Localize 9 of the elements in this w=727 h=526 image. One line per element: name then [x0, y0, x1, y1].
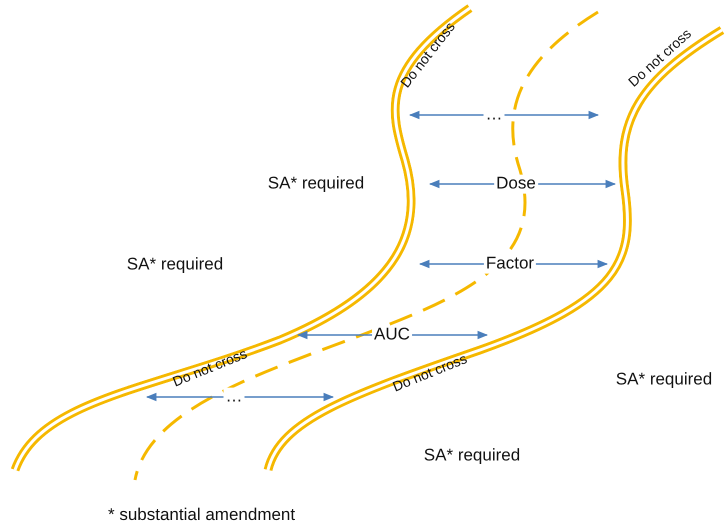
- warning-label: Do not cross: [390, 351, 470, 395]
- arrow-label: Dose: [494, 174, 538, 194]
- warning-label: Do not cross: [170, 346, 250, 390]
- zone-label: SA* required: [126, 256, 224, 274]
- arrow-label: Factor: [484, 254, 536, 274]
- zone-label: SA* required: [424, 446, 520, 466]
- zone-label: SA* required: [268, 174, 364, 194]
- zone-label: SA* required: [616, 370, 712, 390]
- footnote: * substantial amendment: [108, 506, 296, 525]
